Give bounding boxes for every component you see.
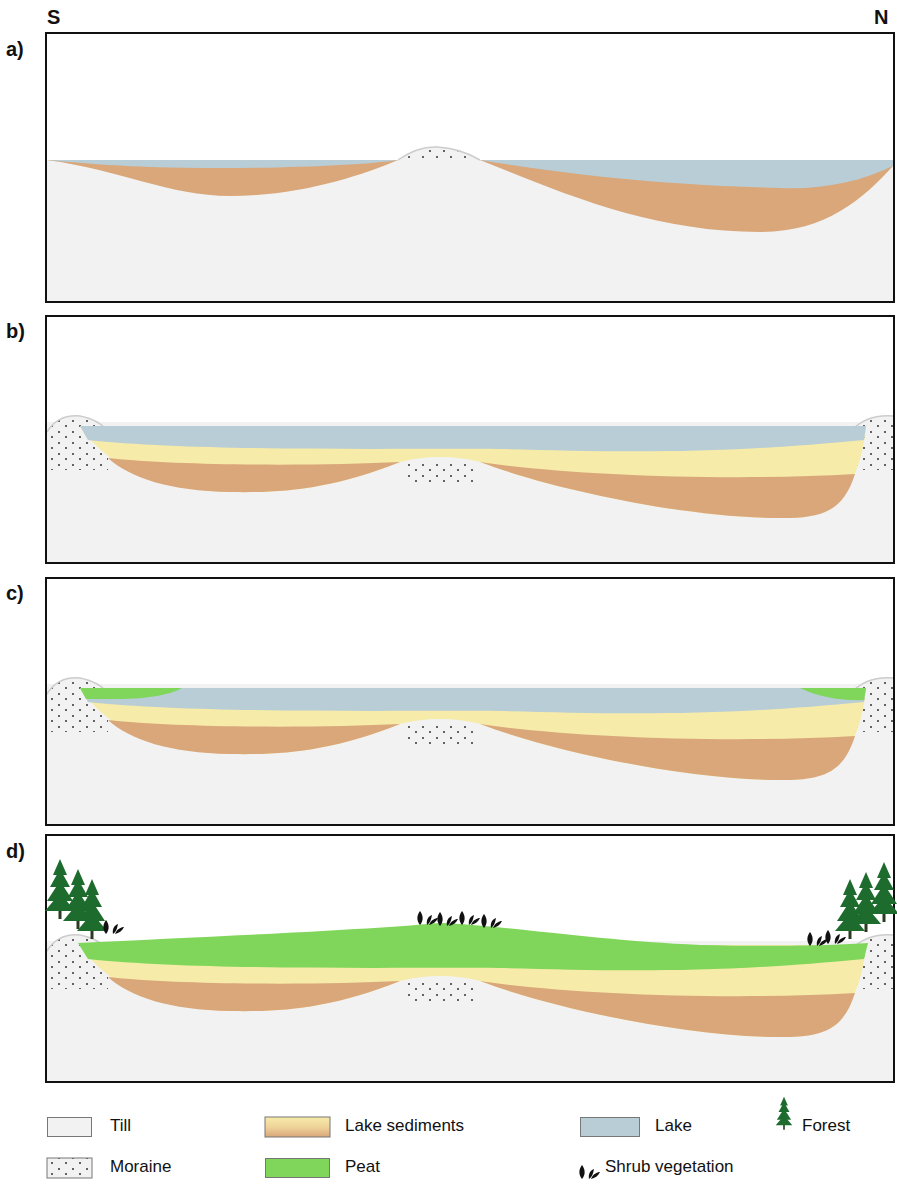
direction-label: N <box>874 6 888 28</box>
legend-swatch <box>47 1117 92 1137</box>
legend-swatch <box>580 1117 640 1137</box>
legend-text: Shrub vegetation <box>605 1158 734 1177</box>
legend-text: Till <box>110 1117 131 1136</box>
legend-text: Lake sediments <box>345 1117 464 1136</box>
legend-text: Moraine <box>110 1158 171 1177</box>
legend-text: Lake <box>655 1117 692 1136</box>
panel-label: a) <box>6 38 24 60</box>
legend-swatch <box>265 1158 330 1178</box>
direction-label: S <box>47 6 60 28</box>
legend-text: Peat <box>345 1158 380 1177</box>
legend-text: Forest <box>802 1117 850 1136</box>
panel-label: c) <box>6 582 24 604</box>
panel-frame <box>46 33 894 302</box>
panel-label: d) <box>6 840 25 862</box>
panel-label: b) <box>6 320 25 342</box>
